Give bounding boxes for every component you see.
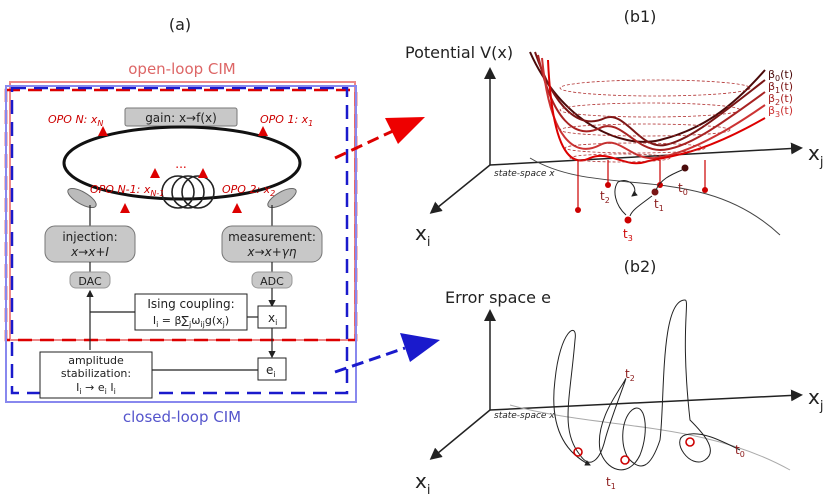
ring-cavity (62, 125, 302, 201)
ising-title: Ising coupling: (147, 297, 234, 311)
dac-box (69, 271, 111, 289)
opo-pulses (98, 126, 268, 213)
arrow-head-b2 (400, 333, 440, 362)
b2-xj-label: xj (808, 385, 823, 414)
coupler-right (267, 187, 297, 209)
b2-axis-xi (429, 409, 491, 460)
arrow-head-b1 (385, 117, 425, 144)
arrow-to-b1 (334, 128, 396, 160)
beta0-label: β0(t) (768, 68, 793, 83)
amplitude-l1: amplitude (68, 354, 124, 367)
beta2-label: β2(t) (768, 92, 793, 107)
measurement-title: measurement: (228, 230, 316, 244)
b1-trajectory (614, 169, 683, 217)
b1-state-space: state-space x (494, 169, 555, 179)
b1-t0: t0 (678, 181, 688, 197)
ei-box (257, 357, 287, 381)
amplitude-box (39, 351, 153, 399)
opo-n1-label: OPO N-1: xN-1 (90, 183, 164, 198)
amplitude-l2: stabilization: (61, 367, 131, 380)
pulse-dots: ... (175, 157, 186, 171)
beta3-label: β3(t) (768, 104, 793, 119)
b1-state-curve (529, 157, 781, 236)
coupler-left (67, 187, 97, 209)
panel-b1-label: (b1) (624, 7, 657, 26)
b2-t2: t2 (625, 367, 635, 383)
b2-trajectory (553, 299, 741, 471)
gain-label: gain: x→f(x) (145, 111, 217, 125)
b1-stems (577, 160, 706, 210)
b1-points (575, 164, 708, 224)
b1-t1: t1 (654, 197, 664, 213)
opo-2-label: OPO 2: x2 (222, 183, 275, 198)
ising-box (134, 293, 248, 331)
panel-b2-label: (b2) (624, 257, 657, 276)
potential-rings (559, 79, 751, 163)
b2-attractors (573, 437, 695, 465)
b2-state-space: state-space x (494, 411, 555, 421)
ising-formula: Ii = β∑jωijg(xj) (153, 314, 229, 329)
b1-t3: t3 (623, 227, 633, 243)
closed-loop-box (10, 86, 349, 395)
measurement-formula: x→x+γη (246, 245, 296, 259)
ei-label: ei (266, 363, 276, 379)
xi-label: xi (268, 311, 277, 327)
closed-loop-outer (5, 85, 357, 403)
fiber-coil (161, 175, 195, 209)
b1-title: Potential V(x) (405, 43, 513, 62)
closed-loop-label: closed-loop CIM (123, 408, 241, 426)
b1-t2: t2 (600, 189, 610, 205)
b2-t0: t0 (735, 443, 745, 459)
open-loop-label: open-loop CIM (128, 60, 236, 78)
b2-xi-label: xi (415, 469, 430, 498)
b2-title: Error space e (445, 288, 551, 307)
b1-xj-label: xj (808, 141, 823, 170)
amplitude-l3: Ii → ei Ii (76, 381, 116, 396)
adc-label: ADC (260, 275, 284, 288)
potential-curves (529, 51, 766, 165)
beta1-label: β1(t) (768, 80, 793, 95)
arrow-to-b2 (334, 346, 406, 374)
injection-formula: x→x+I (70, 245, 109, 259)
injection-title: injection: (62, 230, 117, 244)
b2-state-curve (509, 404, 791, 471)
opo-1-label: OPO 1: x1 (260, 113, 313, 128)
b2-t1: t1 (606, 475, 616, 491)
opo-n-label: OPO N: xN (48, 113, 103, 128)
dac-label: DAC (78, 275, 102, 288)
b1-xi-label: xi (415, 221, 430, 250)
b1-axis-xi (429, 164, 491, 214)
b2-axis-xj (489, 389, 803, 411)
panel-a-label: (a) (169, 15, 191, 34)
